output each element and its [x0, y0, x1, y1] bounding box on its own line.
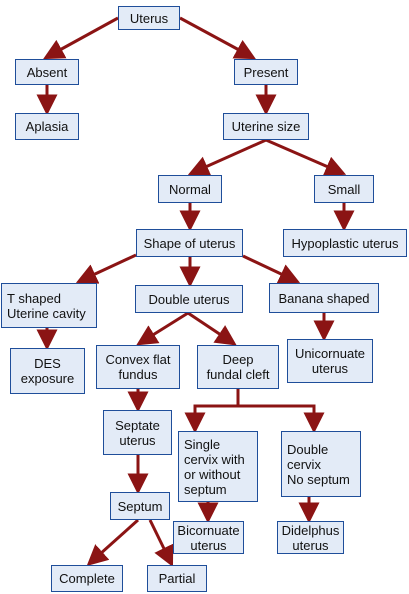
arrow-size-small — [265, 138, 347, 177]
node-hypoplastic-uterus: Hypoplastic uterus — [283, 229, 407, 257]
arrow-shape-banana — [242, 254, 301, 284]
node-unicornuate-uterus: Unicornuate uterus — [287, 339, 373, 383]
node-bicornuate-uterus: Bicornuate uterus — [173, 521, 244, 554]
node-absent: Absent — [15, 59, 79, 85]
node-normal: Normal — [158, 175, 222, 203]
node-uterus: Uterus — [118, 6, 180, 30]
node-shape-of-uterus: Shape of uterus — [136, 229, 243, 257]
arrow-double-cleft — [187, 311, 237, 346]
arrow-size-normal — [187, 138, 267, 176]
node-didelphus-uterus: Didelphus uterus — [277, 521, 344, 554]
node-partial: Partial — [147, 565, 207, 592]
node-uterine-size: Uterine size — [223, 113, 309, 140]
node-deep-fundal-cleft: Deep fundal cleft — [197, 345, 279, 389]
arrow-cleft-double — [238, 404, 325, 434]
arrow-double-convex — [136, 311, 189, 346]
node-aplasia: Aplasia — [15, 113, 79, 140]
arrow-shape-tshaped — [75, 253, 137, 284]
arrow-uterus-absent — [43, 16, 119, 60]
node-banana-shaped: Banana shaped — [269, 283, 379, 313]
node-small: Small — [314, 175, 374, 203]
arrow-cleft-single — [184, 389, 240, 434]
node-t-shaped: T shaped Uterine cavity — [1, 283, 97, 328]
arrow-uterus-present — [179, 16, 256, 60]
node-double-uterus: Double uterus — [135, 285, 243, 313]
arrow-septum-partial — [148, 519, 174, 568]
node-complete: Complete — [51, 565, 123, 592]
arrow-septum-complete — [86, 518, 140, 567]
node-double-cervix: Double cervix No septum — [281, 431, 361, 497]
node-septum: Septum — [110, 492, 170, 520]
node-single-cervix: Single cervix with or without septum — [178, 431, 258, 502]
node-des-exposure: DES exposure — [10, 348, 85, 394]
node-convex-flat-fundus: Convex flat fundus — [96, 345, 180, 389]
node-septate-uterus: Septate uterus — [103, 410, 172, 455]
node-present: Present — [234, 59, 298, 85]
